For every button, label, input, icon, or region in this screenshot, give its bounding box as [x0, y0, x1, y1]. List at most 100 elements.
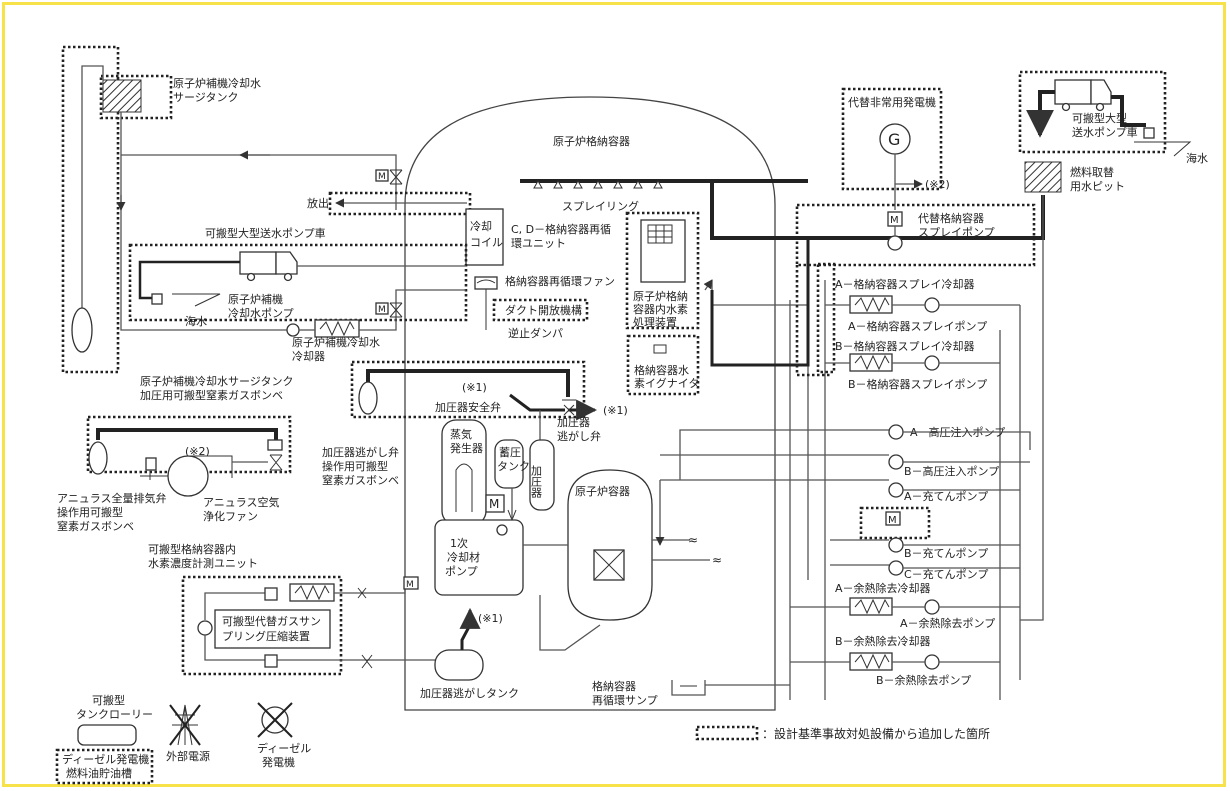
pump-car-left-dotted [128, 243, 468, 322]
ccw-pump-label: 原子炉補機 [228, 292, 283, 306]
seawater-right-label: 海水 [1186, 151, 1208, 165]
alt-spray-pump-label-2: スプレイポンプ [918, 226, 995, 239]
spray-nozzle [573, 179, 583, 189]
offsite-power-label: 外部電源 [166, 749, 210, 763]
accumulator-label: 蓄圧 [499, 446, 521, 459]
duct-opening-box [492, 298, 589, 322]
motor-symbol-3: M [890, 215, 899, 226]
motor-symbol-4: M [888, 515, 897, 526]
reactor-vessel-label: 原子炉容器 [575, 484, 630, 498]
sump-label-2: 再循環サンプ [592, 694, 658, 707]
spray-ring: スプレイリング [520, 179, 712, 213]
ccw-cooler-label-2: 冷却器 [292, 350, 325, 363]
hydrogen-treatment-box [625, 211, 700, 330]
surge-tank [102, 79, 142, 113]
generator-g-label: G [888, 130, 900, 149]
containment-outline [404, 96, 776, 711]
rcp-label-3: ポンプ [445, 565, 478, 578]
relief-n2-label: 加圧器逃がし弁 [322, 445, 399, 459]
gas-sampler [214, 609, 331, 649]
a-spray-pump [924, 297, 940, 313]
a-rhr-pump-label: A－余熱除去ポンプ [900, 616, 995, 630]
seawater-left-label: 海水 [185, 314, 207, 328]
h2-monitor-label-2: 水素濃度計測ユニット [148, 556, 258, 570]
surge-tank-n2-label: 原子炉補機冷却水サージタンク [140, 374, 294, 388]
rcp-label-2: 冷却材 [447, 550, 480, 564]
c-charging-pump [888, 560, 904, 576]
note1-a: (※1) [462, 381, 487, 394]
annulus-valve-n2-label-2: 操作用可搬型 [57, 505, 123, 519]
motor-symbol-1: M [378, 172, 386, 182]
fuel-pit [1024, 161, 1062, 193]
surge-tank-label-2: サージタンク [173, 91, 239, 104]
gas-sampler-label: 可搬型代替ガスサン [222, 614, 321, 628]
alt-spray-pump-box [795, 203, 1036, 267]
spray-nozzle [633, 179, 643, 189]
tank-lorry-label: 可搬型 [92, 693, 125, 707]
surge-tank-label: 原子炉補機冷却水 [173, 76, 261, 90]
containment-label: 原子炉格納容器 [553, 134, 630, 148]
annulus-valve-n2-label-3: 窒素ガスボンベ [57, 519, 134, 533]
a-rhr-pump [924, 599, 940, 615]
fuel-pit-label: 燃料取替 [1070, 165, 1114, 179]
spray-nozzle [613, 179, 623, 189]
diesel-fuel-tank-box [55, 748, 154, 785]
spray-nozzle [593, 179, 603, 189]
note2-gen: (※2) [925, 178, 950, 191]
motor-symbol-5: M [489, 497, 499, 511]
annulus-fan-label: アニュラス空気 [203, 495, 280, 509]
a-hp-pump [888, 424, 904, 440]
h2-monitor-dotted [181, 575, 343, 676]
check-damper-label: 逆止ダンパ [508, 326, 563, 340]
accumulator [494, 439, 524, 489]
recirc-fan-label: 格納容器再循環ファン [505, 274, 615, 288]
annulus-dotted [86, 415, 292, 474]
pump-car-right-label-2: 送水ポンプ車 [1072, 125, 1138, 139]
a-rhr-cooler-label: A－余熱除去冷却器 [835, 581, 931, 595]
ccw-pump-label-2: 冷却水ポンプ [228, 307, 294, 320]
b-spray-pump-label: B－格納容器スプレイポンプ [848, 377, 987, 391]
diesel-generator-label-2: 発電機 [262, 755, 295, 769]
spray-nozzle [653, 179, 663, 189]
alt-spray-pump-label: 代替格納容器 [918, 211, 984, 225]
b-spray-pump [924, 355, 940, 371]
b-charging-pump-label: B－充てんポンプ [904, 546, 988, 560]
spray-nozzle [553, 179, 563, 189]
b-rhr-pump [924, 654, 940, 670]
pump-car-right-box [1018, 70, 1167, 154]
a-charging-pump-label: A－充てんポンプ [904, 489, 988, 503]
igniter-label-2: 素イグナイタ [634, 376, 699, 390]
annulus-fan-label-2: 浄化ファン [203, 509, 258, 523]
alt-generator-box [841, 87, 943, 191]
h2-monitor-label: 可搬型格納容器内 [148, 542, 236, 556]
spray-ring-label: スプレイリング [562, 199, 639, 213]
a-spray-cooler-label: A－格納容器スプレイ冷却器 [835, 277, 975, 291]
diesel-fuel-tank-label: ディーゼル発電機 [62, 752, 149, 766]
fuel-pit-label-2: 用水ピット [1070, 180, 1125, 193]
cooling-coil-label: 冷却 [470, 220, 492, 233]
a-charging-pump [888, 482, 904, 498]
cooling-coil-label-2: コイル [470, 236, 503, 249]
igniter-label: 格納容器水 [634, 363, 689, 377]
rcp-loop [434, 519, 524, 596]
pressurizer [529, 439, 555, 511]
sg-label: 蒸気 [450, 427, 472, 441]
relief-tank [434, 649, 484, 681]
alt-spray-pump [887, 235, 903, 251]
cooling-coil [465, 208, 504, 266]
hydrogen-treatment-label-2: 容器内水素 [633, 302, 688, 316]
legend-dotted-sample [695, 725, 759, 741]
legend-text: ：設計基準事故対処設備から追加した箇所 [762, 726, 990, 741]
tank-lorry [77, 724, 137, 746]
tank-lorry-label-2: タンクローリー [76, 708, 153, 721]
sump-label: 格納容器 [592, 679, 636, 693]
pressurizer-relief-valve-label: 加圧器 [557, 416, 590, 429]
note1-b: (※1) [603, 404, 628, 417]
accumulator-label-2: タンク [497, 460, 530, 473]
pump-car-left-label: 可搬型大型送水ポンプ車 [205, 226, 326, 240]
offsite-power-icon [169, 704, 201, 746]
a-spray-pump-label: A－格納容器スプレイポンプ [848, 319, 987, 333]
alt-generator-label: 代替非常用発電機 [848, 95, 936, 109]
pump-car-right-label: 可搬型大型 [1072, 111, 1127, 125]
